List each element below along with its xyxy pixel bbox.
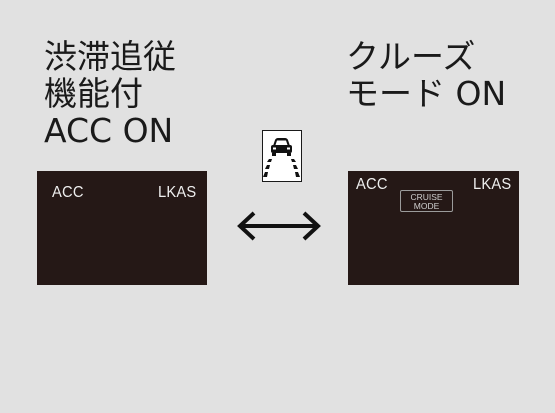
cruise-display-panel: ACC LKAS CRUISE MODE bbox=[348, 171, 519, 285]
acc-heading-line-1: 渋滞追従 bbox=[44, 37, 176, 76]
cruise-badge-line-1: CRUISE bbox=[410, 192, 443, 202]
acc-heading-line-3: ACC ON bbox=[44, 111, 174, 150]
acc-display-panel: ACC LKAS bbox=[37, 171, 207, 285]
lkas-indicator: LKAS bbox=[158, 184, 197, 201]
acc-indicator: ACC bbox=[52, 184, 84, 201]
cruise-mode-badge: CRUISE MODE bbox=[400, 190, 453, 212]
cruise-badge-line-2: MODE bbox=[413, 201, 440, 211]
lkas-indicator: LKAS bbox=[473, 176, 512, 193]
double-headed-arrow-icon bbox=[237, 211, 321, 241]
cruise-heading-line-2: モード ON bbox=[346, 74, 507, 113]
acc-heading-line-2: 機能付 bbox=[44, 74, 143, 113]
cruise-mode-heading: クルーズ モード ON bbox=[346, 38, 506, 112]
cruise-heading-line-1: クルーズ bbox=[346, 37, 476, 76]
acc-mode-heading: 渋滞追従 機能付 ACC ON bbox=[44, 38, 176, 149]
lane-keeping-car-icon bbox=[262, 130, 302, 182]
acc-indicator: ACC bbox=[356, 176, 388, 193]
